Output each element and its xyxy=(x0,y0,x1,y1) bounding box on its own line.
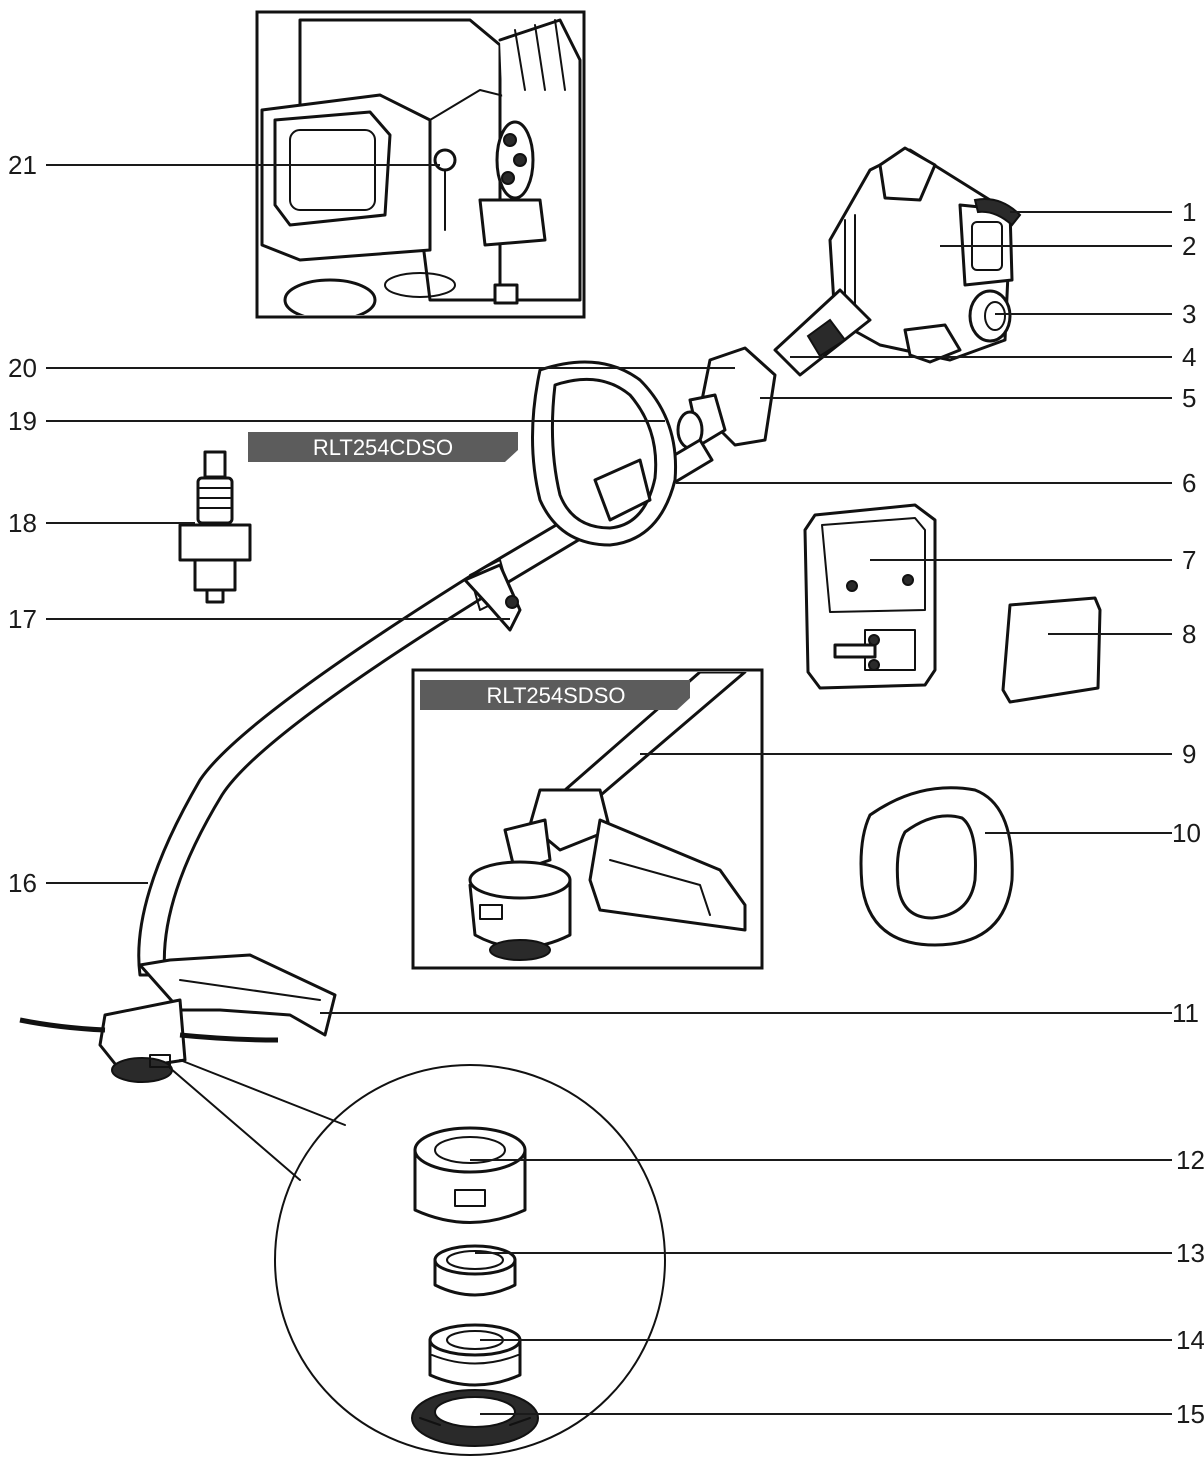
callout-2: 2 xyxy=(1182,231,1196,261)
callout-21: 21 xyxy=(8,150,37,180)
callout-14: 14 xyxy=(1176,1325,1204,1355)
zoom-circle xyxy=(274,1064,666,1456)
callout-11: 11 xyxy=(1172,998,1199,1028)
callout-3: 3 xyxy=(1182,299,1196,329)
model-label-straight: RLT254SDSO xyxy=(487,683,626,708)
callout-9: 9 xyxy=(1182,739,1196,769)
model-tag-straight: RLT254SDSO xyxy=(420,680,690,710)
spark-plug xyxy=(178,450,252,604)
callout-1: 1 xyxy=(1182,197,1196,227)
foam-filter xyxy=(859,786,1014,947)
callout-17: 17 xyxy=(8,604,37,634)
leader-lines xyxy=(46,164,1172,1415)
callout-20: 20 xyxy=(8,353,37,383)
callout-5: 5 xyxy=(1182,383,1196,413)
callout-16: 16 xyxy=(8,868,37,898)
callout-12: 12 xyxy=(1176,1145,1204,1175)
callout-8: 8 xyxy=(1182,619,1196,649)
spool xyxy=(428,1323,522,1387)
callout-18: 18 xyxy=(8,508,37,538)
callout-15: 15 xyxy=(1176,1399,1204,1429)
assist-handle-knob xyxy=(463,563,522,632)
engine-detail-inset xyxy=(255,10,586,319)
trimmer-head-guard xyxy=(19,953,337,1083)
callout-6: 6 xyxy=(1182,468,1196,498)
callout-13: 13 xyxy=(1176,1238,1204,1268)
model-label-curved: RLT254CDSO xyxy=(313,435,453,460)
engine-head xyxy=(828,146,1022,364)
air-filter-cover xyxy=(803,503,937,690)
callout-4: 4 xyxy=(1182,342,1196,372)
loop-handle xyxy=(531,360,678,547)
base-plate xyxy=(411,1389,539,1447)
callout-7: 7 xyxy=(1182,545,1196,575)
callout-numbers: 1 2 3 4 5 6 7 8 9 10 11 12 13 14 15 16 1… xyxy=(8,150,1204,1429)
callout-19: 19 xyxy=(8,406,37,436)
spool-cover xyxy=(413,1126,527,1224)
callout-10: 10 xyxy=(1172,818,1201,848)
drive-shaft-coupler xyxy=(676,288,872,450)
filter-sheet xyxy=(1001,596,1102,704)
straight-shaft-inset xyxy=(411,668,764,970)
model-tag-curved: RLT254CDSO xyxy=(248,432,518,462)
